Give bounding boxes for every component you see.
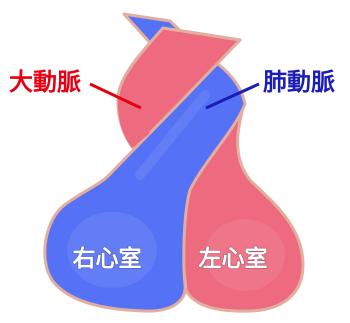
right-ventricle-highlight [67,212,157,288]
aorta-leader-line [89,82,142,110]
pulmonary-artery-leader-line [205,82,260,110]
aorta-crossing [117,28,240,148]
aorta-label: 大動脈 [9,68,81,96]
left-ventricle-label: 左心室 [199,245,268,272]
right-ventricle-label: 右心室 [73,245,142,272]
pulmonary-artery-highlight [135,90,210,180]
pulmonary-artery-label: 肺動脈 [263,68,335,96]
aorta-crossing-outline [116,26,242,135]
left-ventricle-highlight [205,219,285,291]
